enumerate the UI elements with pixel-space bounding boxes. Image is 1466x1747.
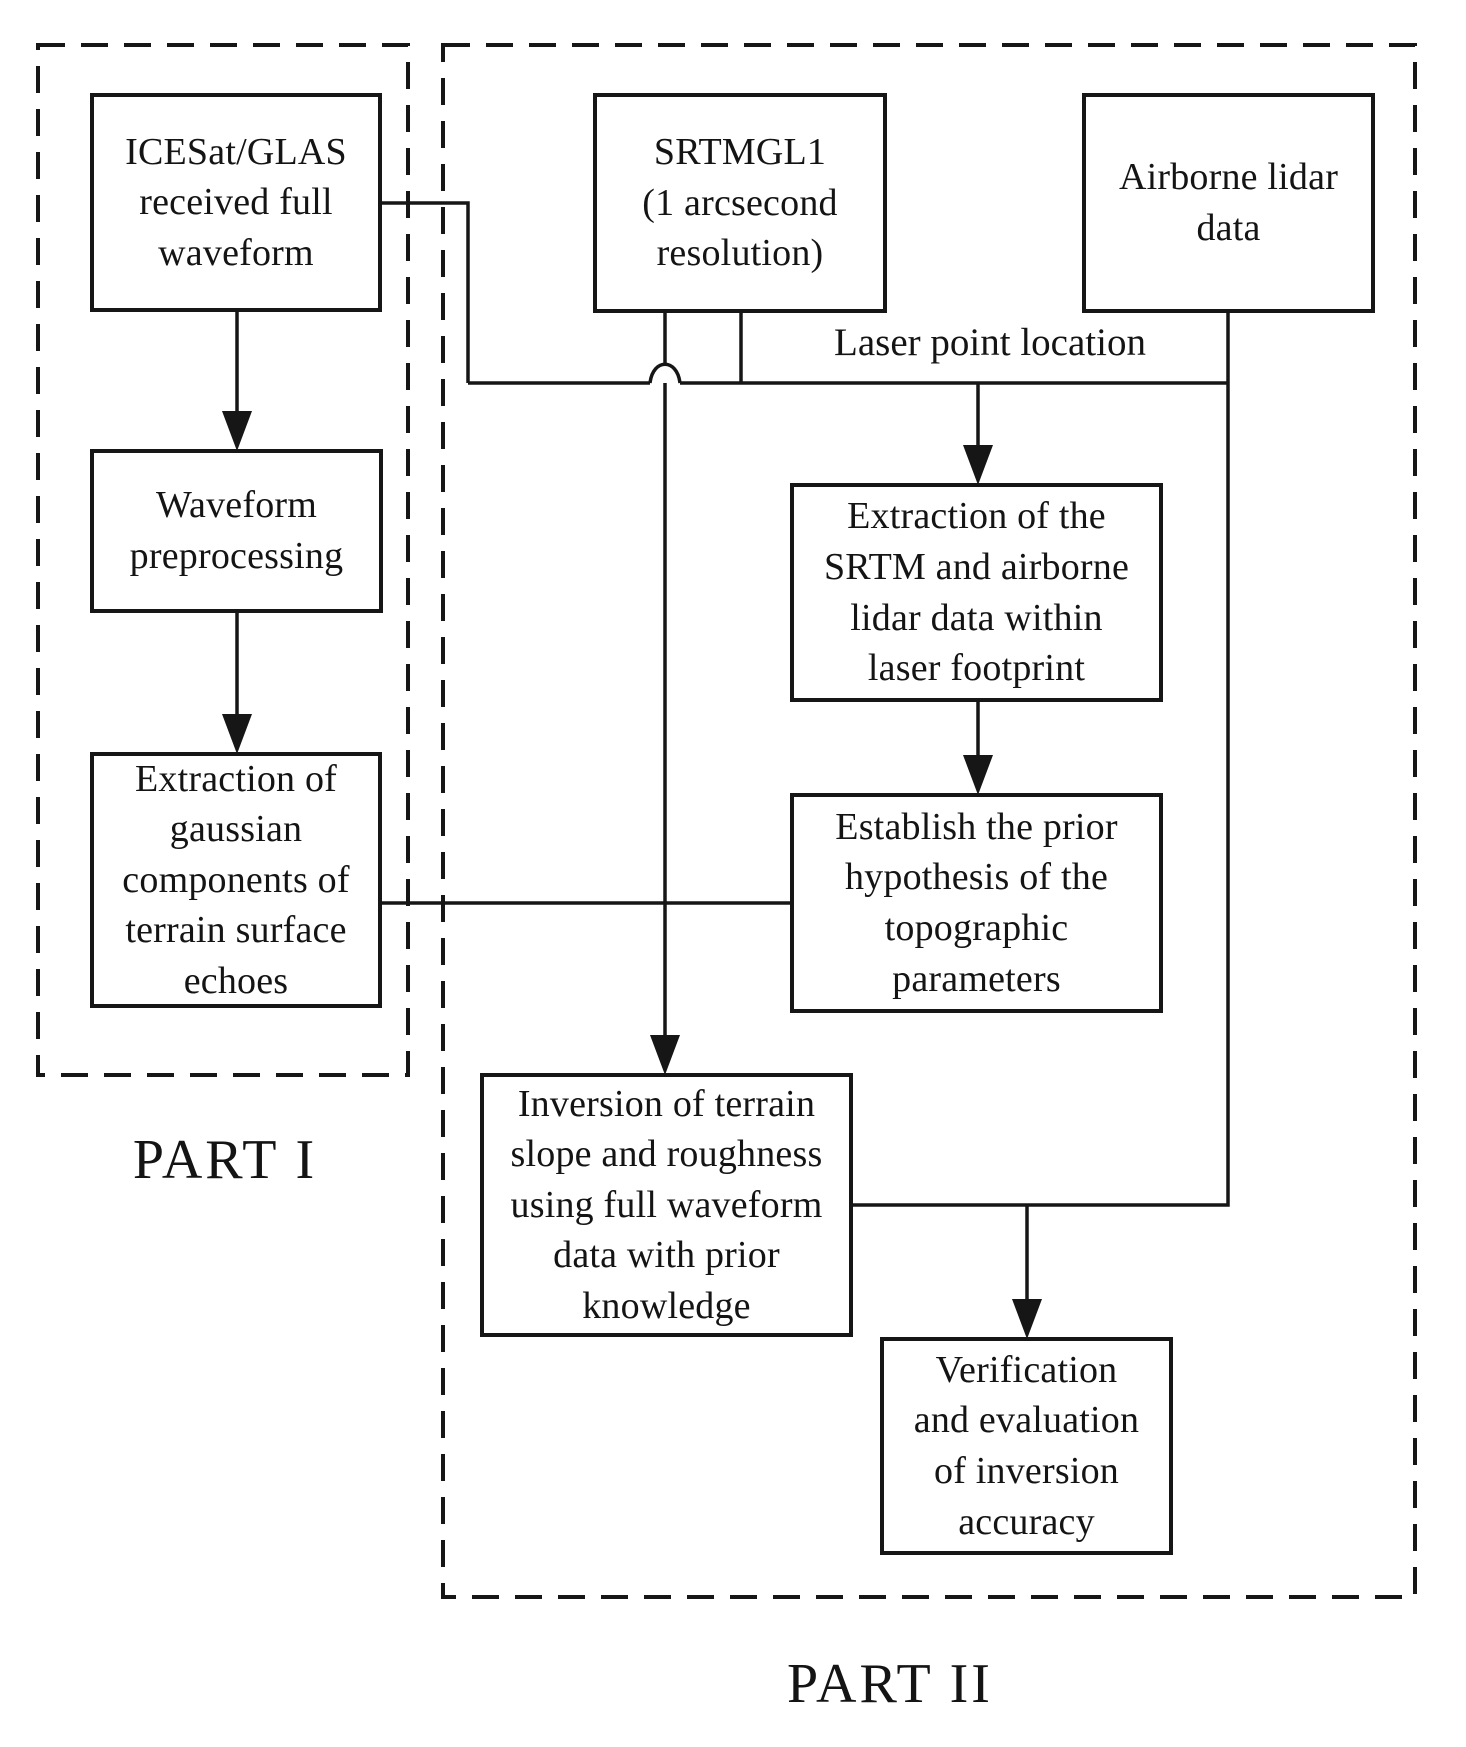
- node-airborne-lidar: Airborne lidar data: [1082, 93, 1375, 313]
- line-hop: [648, 362, 682, 384]
- connector-airborne-to-merge: [853, 313, 1230, 1207]
- arrowhead-establish: [963, 755, 993, 795]
- arrowhead-extraction: [963, 445, 993, 485]
- node-verification: Verification and evaluation of inversion…: [880, 1337, 1173, 1555]
- part2-dashed-border: [441, 43, 1417, 1599]
- node-waveform-preprocessing: Waveform preprocessing: [90, 449, 383, 613]
- laser-point-location-label: Laser point location: [834, 321, 1146, 364]
- node-gaussian-extraction: Extraction of gaussian components of ter…: [90, 752, 382, 1008]
- part1-label: PART I: [132, 1129, 318, 1191]
- node-prior-hypothesis: Establish the prior hypothesis of the to…: [790, 793, 1163, 1013]
- part2-label: PART II: [787, 1653, 993, 1715]
- node-srtmgl1: SRTMGL1 (1 arcsecond resolution): [593, 93, 887, 313]
- node-icesat-glas: ICESat/GLAS received full waveform: [90, 93, 382, 312]
- connector-icesat-to-laser-line: [382, 201, 470, 383]
- node-footprint-extraction: Extraction of the SRTM and airborne lida…: [790, 483, 1163, 702]
- arrowhead-inversion: [650, 1035, 680, 1075]
- arrowhead-verification: [1012, 1299, 1042, 1339]
- node-inversion: Inversion of terrain slope and roughness…: [480, 1073, 853, 1337]
- arrowhead-preprocessing: [222, 411, 252, 451]
- arrowhead-gaussian: [222, 714, 252, 754]
- part1-dashed-border: [36, 43, 410, 1077]
